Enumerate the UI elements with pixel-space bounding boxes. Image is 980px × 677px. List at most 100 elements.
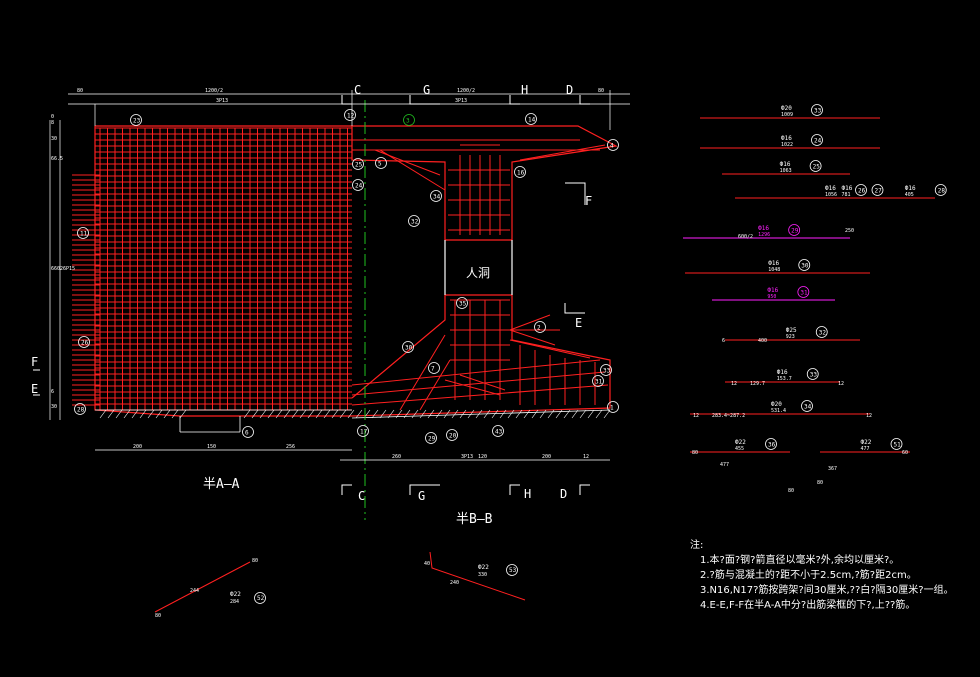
callout-circle — [77, 227, 89, 239]
callout-bubble: 31 — [592, 375, 604, 387]
hatch-line — [483, 409, 491, 419]
callout-number: 14 — [528, 117, 536, 124]
dim-left: 66.5 — [51, 156, 63, 162]
hatch-line — [163, 409, 171, 419]
callout-number: 1 — [610, 405, 614, 412]
hatch-line — [467, 409, 475, 419]
hatch-line — [411, 409, 419, 419]
callout-bubble: 6 — [242, 426, 254, 438]
callout-number: 24 — [355, 183, 363, 190]
member-length: 1296 — [758, 232, 770, 238]
callout-number: 32 — [411, 219, 419, 226]
callout-bubble: 3 — [403, 114, 415, 126]
callout-circle — [408, 215, 420, 227]
hatch-line — [347, 409, 355, 419]
bar-52-dim2: 244 — [190, 588, 199, 594]
bar-52-size: Ф22 — [230, 591, 241, 598]
callout-circle — [242, 426, 254, 438]
section-mark-f-left: F — [31, 355, 38, 369]
top-dim-b: 1200/2 — [205, 88, 223, 94]
callout-bubble: 11 — [77, 227, 89, 239]
dim-left: 30 — [51, 404, 57, 410]
bar-52 — [154, 561, 251, 613]
member-mark-circle — [797, 286, 810, 298]
hatch-line — [475, 409, 483, 419]
dim-member: 12 — [731, 381, 737, 387]
callout-bubble: 34 — [430, 190, 442, 202]
bar-53-length: 330 — [478, 572, 487, 578]
top-dim-f: 3P13 — [455, 98, 467, 104]
callout-bubble: 17 — [357, 425, 369, 437]
hatch-line — [395, 409, 403, 419]
dim-member: 80 — [817, 480, 823, 486]
callout-number: 28 — [77, 407, 85, 414]
hatch-line — [131, 409, 139, 419]
callout-bubble: 7 — [428, 362, 440, 374]
member-size: Ф16 — [825, 185, 836, 192]
dim-member: 6 — [722, 338, 725, 344]
callout-bubble: 25 — [352, 158, 364, 170]
member-length: 950 — [767, 294, 776, 300]
section-mark-c-bottom: C — [358, 489, 365, 503]
bar-52-mark: 52 — [257, 595, 265, 602]
callout-number: 33 — [603, 368, 611, 375]
member-mark-circle — [788, 224, 801, 236]
callout-circle — [592, 375, 604, 387]
callout-bubble: 26 — [78, 336, 90, 348]
bar-53-dim1: 40 — [424, 561, 430, 567]
callout-bubble: 1 — [607, 401, 619, 413]
hatch-line — [299, 409, 307, 419]
hatch-line — [179, 409, 187, 419]
title-left: 半A—A — [203, 477, 240, 492]
dim-member: 12 — [693, 413, 699, 419]
note-item: 1.本?面?钢?箭直径以毫米?外,余均以厘米?。 — [700, 555, 900, 566]
callout-circle — [402, 341, 414, 353]
member-mark-circle — [871, 184, 884, 196]
callout-number: 25 — [355, 162, 363, 169]
member-mark-number: 36 — [768, 442, 776, 449]
callout-number: 6 — [245, 430, 249, 437]
member-mark-circle — [855, 184, 867, 196]
bar-52-length: 284 — [230, 599, 239, 605]
hatch-line — [171, 409, 179, 419]
hatch-line — [379, 409, 387, 419]
hatch-line — [595, 409, 603, 419]
top-dim-e: 3P13 — [216, 98, 228, 104]
section-cut-marks — [33, 95, 590, 495]
callout-bubble: 14 — [525, 113, 537, 125]
section-mark-e-right: E — [575, 316, 582, 330]
hatch-line — [107, 409, 115, 419]
dim-member: 477 — [720, 462, 729, 468]
member-mark-circle — [890, 438, 903, 450]
member-mark-circle — [765, 438, 777, 450]
dim-member: 80 — [692, 450, 698, 456]
hatch-line — [419, 409, 427, 419]
callout-number: 11 — [80, 231, 88, 238]
section-mark-d-top: D — [566, 83, 573, 97]
callout-circle — [344, 109, 356, 121]
callout-number: 16 — [517, 170, 525, 177]
dim-member: 129.7 — [750, 381, 765, 387]
hatch-line — [259, 409, 267, 419]
callout-bubble: 23 — [130, 114, 142, 126]
top-dim-a: 80 — [77, 88, 83, 94]
note-item: 3.N16,N17?筋按跨架?间30厘米,??白?隔30厘米?一组。 — [700, 585, 954, 596]
member-size: Ф16 — [842, 185, 853, 192]
callout-number: 34 — [433, 194, 441, 201]
member-mark-circle — [934, 184, 947, 196]
hatch-line — [123, 409, 131, 419]
callout-bubble: 33 — [600, 364, 612, 376]
hatch-lines — [99, 409, 611, 419]
member-mark-circle — [815, 326, 828, 338]
dim-member: 400 — [758, 338, 767, 344]
callout-number: 43 — [495, 429, 503, 436]
callout-number: 17 — [360, 429, 368, 436]
member-size: Ф16 — [905, 185, 916, 192]
callout-bubble: 12 — [344, 109, 356, 121]
callout-circle — [78, 336, 90, 348]
